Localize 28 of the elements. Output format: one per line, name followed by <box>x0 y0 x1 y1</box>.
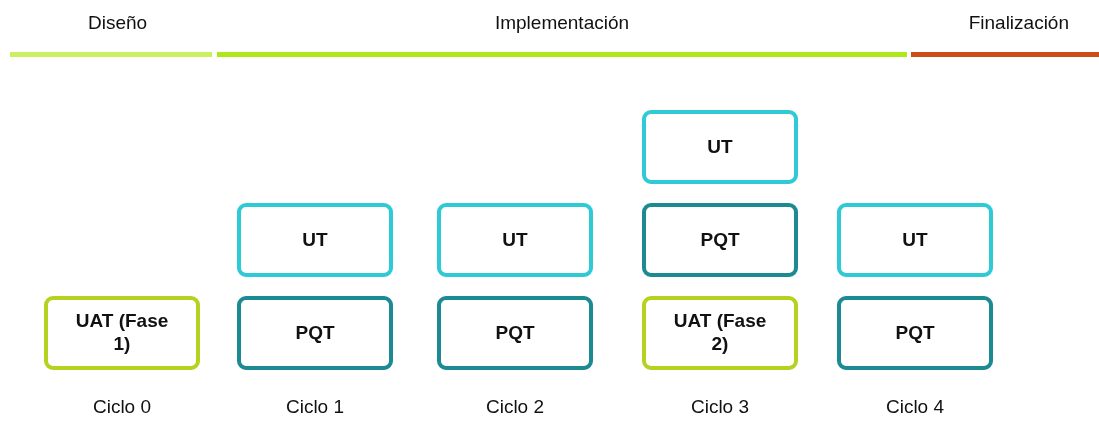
cycle-label: Ciclo 0 <box>91 396 153 418</box>
test-box <box>642 110 798 184</box>
box-label: UT <box>501 228 529 252</box>
test-box <box>437 296 593 370</box>
test-box <box>837 296 993 370</box>
box-label: UT <box>301 228 329 252</box>
cycle-label: Ciclo 2 <box>484 396 546 418</box>
cycle-label: Ciclo 3 <box>689 396 751 418</box>
box-label: PQT <box>699 228 741 252</box>
test-box <box>642 203 798 277</box>
box-label: UAT (Fase 1) <box>74 310 170 356</box>
phase-heading: Finalización <box>967 12 1070 34</box>
test-box <box>237 296 393 370</box>
box-label: PQT <box>494 321 536 345</box>
test-box <box>837 203 993 277</box>
cycle-label: Ciclo 1 <box>284 396 346 418</box>
cycle-label: Ciclo 4 <box>884 396 946 418</box>
test-box <box>237 203 393 277</box>
phase-heading: Diseño <box>87 12 149 34</box>
test-box <box>44 296 200 370</box>
test-box <box>642 296 798 370</box>
box-label: PQT <box>294 321 336 345</box>
box-label: UAT (Fase 2) <box>672 310 768 356</box>
box-label: UT <box>901 228 929 252</box>
phase-heading: Implementación <box>493 12 631 34</box>
test-box <box>437 203 593 277</box>
box-label: UT <box>706 135 734 159</box>
box-label: PQT <box>894 321 936 345</box>
